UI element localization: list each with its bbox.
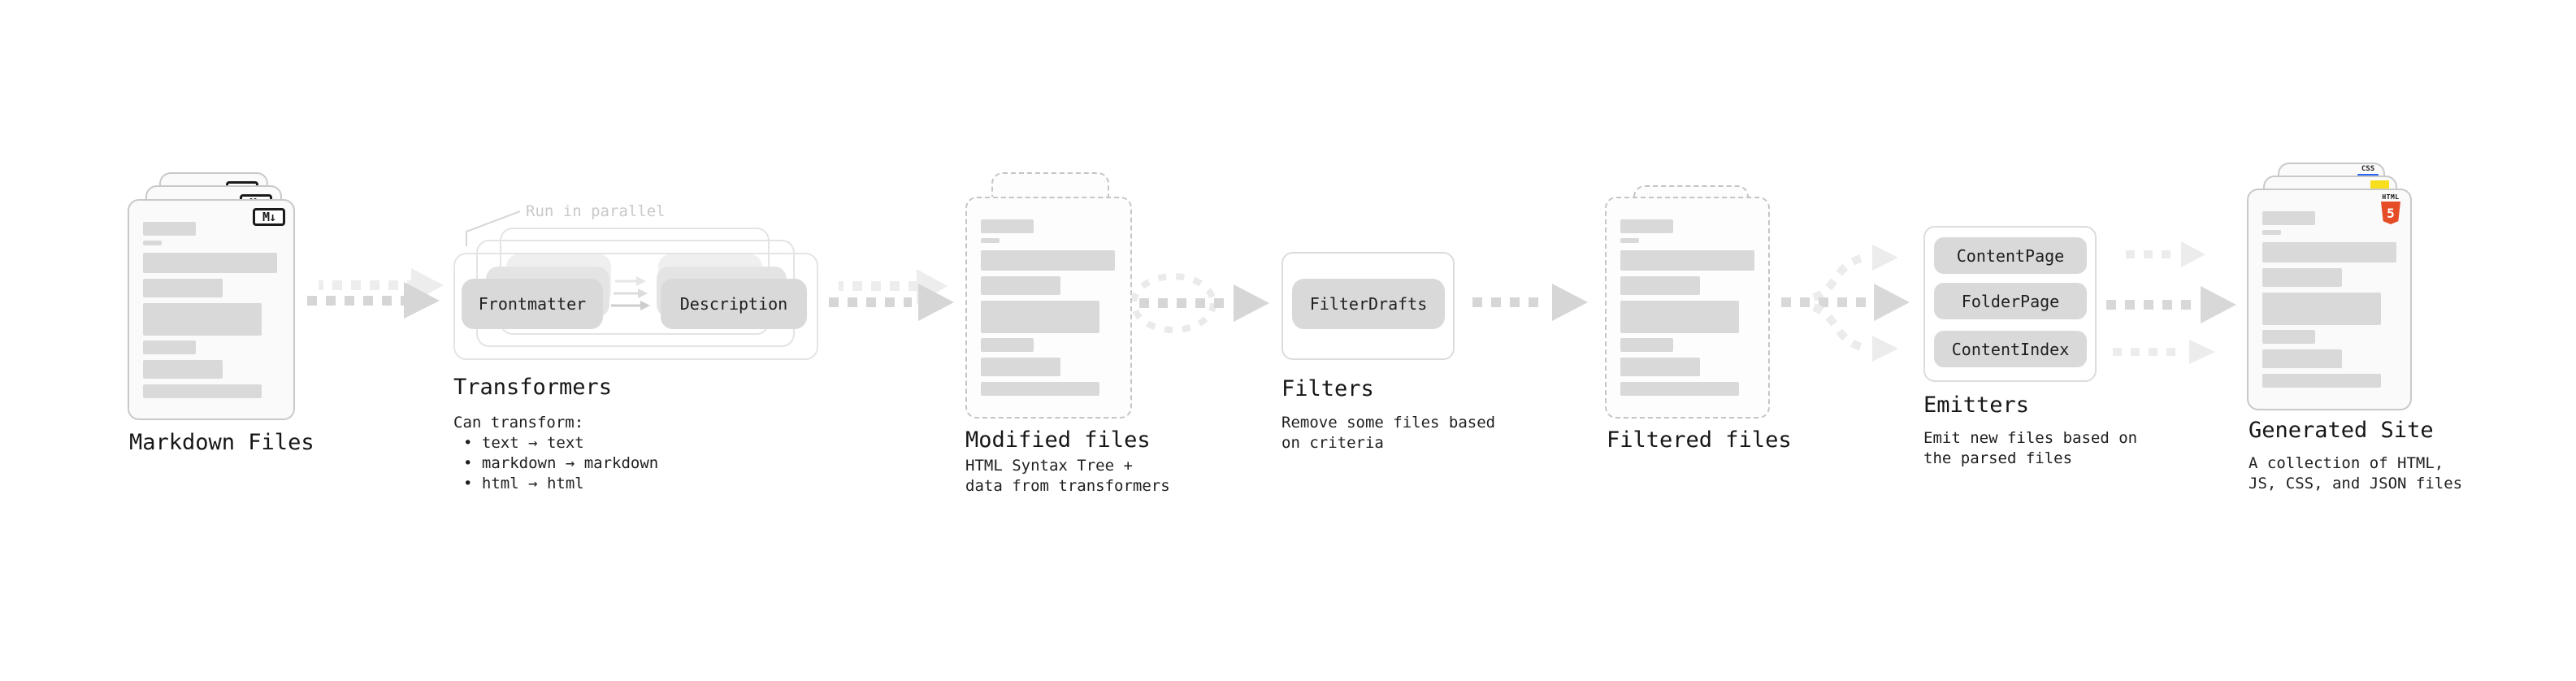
arrow-filters-to-filtered	[1472, 284, 1588, 321]
doc-placeholder-lines	[143, 222, 277, 398]
doc-line	[2262, 330, 2315, 344]
doc-line	[1620, 338, 1673, 352]
transformers-caption: Can transform:	[453, 414, 584, 432]
emitters-caption: Emit new files based on the parsed files	[1923, 428, 2137, 469]
arrow-modified-to-filters	[1139, 284, 1269, 322]
generated-site-caption: A collection of HTML, JS, CSS, and JSON …	[2249, 453, 2462, 494]
doc-line	[2262, 230, 2281, 235]
doc-line	[143, 303, 262, 336]
caption-line: the parsed files	[1923, 449, 2073, 467]
generated-file-card-front: HTML 5	[2247, 189, 2412, 410]
caption-line: JS, CSS, and JSON files	[2249, 475, 2463, 492]
caption-line: HTML Syntax Tree +	[965, 457, 1133, 475]
doc-line	[981, 219, 1034, 233]
doc-line	[981, 238, 1000, 243]
doc-line	[981, 276, 1060, 295]
filtered-file-card-front	[1605, 197, 1770, 419]
arrow-transformers-to-modified	[829, 284, 954, 321]
doc-line	[143, 360, 223, 379]
doc-line	[981, 250, 1115, 271]
caption-line: Remove some files based	[1281, 414, 1496, 432]
html5-icon-number: 5	[2387, 205, 2395, 221]
doc-line	[981, 382, 1099, 396]
bullet-item: • markdown → markdown	[463, 454, 659, 472]
doc-placeholder-lines	[1620, 219, 1754, 396]
html5-icon-text: HTML	[2382, 193, 2400, 201]
doc-line	[981, 358, 1060, 376]
doc-line	[1620, 382, 1739, 396]
doc-line	[2262, 268, 2342, 287]
doc-line	[143, 340, 196, 354]
doc-line	[143, 241, 162, 245]
doc-line	[143, 279, 223, 297]
transformer-pill-frontmatter: Frontmatter	[462, 279, 603, 329]
html5-icon-shield: 5	[2381, 202, 2400, 224]
stage-label-filtered-files: Filtered files	[1607, 427, 1792, 453]
doc-line	[1620, 250, 1754, 271]
doc-line	[2262, 242, 2396, 262]
transformer-pill-description: Description	[661, 279, 807, 329]
markdown-file-card-front: M↓	[128, 199, 295, 420]
caption-line: Emit new files based on	[1923, 429, 2138, 447]
doc-placeholder-lines	[981, 219, 1115, 396]
caption-line: on criteria	[1281, 434, 1384, 452]
arrow-filtered-to-emitters-bottom	[1812, 303, 1898, 362]
arrow-markdown-to-transformers	[307, 282, 440, 319]
bullet-item: • html → html	[463, 475, 584, 492]
doc-line	[981, 338, 1034, 352]
arrow-filtered-to-emitters-top	[1812, 245, 1898, 301]
caption-line: data from transformers	[965, 477, 1170, 495]
run-in-parallel-annotation: Run in parallel	[526, 202, 666, 220]
doc-line	[981, 301, 1099, 333]
emitter-pill-folderpage: FolderPage	[1934, 283, 2087, 319]
css-icon-text: CSS	[2361, 165, 2375, 173]
stage-label-markdown-files: Markdown Files	[129, 430, 314, 455]
stage-label-transformers: Transformers	[453, 375, 613, 400]
filter-pill-filterdrafts: FilterDrafts	[1292, 279, 1445, 329]
emitter-pill-contentindex: ContentIndex	[1934, 331, 2087, 367]
stage-label-generated-site: Generated Site	[2249, 418, 2434, 443]
stage-label-emitters: Emitters	[1923, 393, 2030, 418]
doc-placeholder-lines	[2262, 211, 2396, 388]
doc-line	[1620, 238, 1639, 243]
stage-label-modified-files: Modified files	[965, 427, 1151, 453]
arrow-frontmatter-to-description-back	[615, 276, 646, 286]
bullet-item: • text → text	[463, 434, 584, 452]
doc-line	[2262, 211, 2315, 225]
doc-line	[1620, 358, 1700, 376]
doc-line	[2262, 293, 2381, 325]
emitter-pill-contentpage: ContentPage	[1934, 237, 2087, 274]
arrow-filtered-to-emitters-middle	[1781, 284, 1910, 321]
filters-caption: Remove some files based on criteria	[1281, 413, 1495, 453]
markdown-icon: M↓	[253, 208, 285, 226]
doc-line	[143, 222, 196, 236]
arrow-emitters-to-site-bottom	[2113, 340, 2215, 364]
run-in-parallel-leader-line	[466, 210, 521, 246]
transformer-layer-box-front	[453, 253, 818, 360]
doc-line	[1620, 301, 1739, 333]
doc-line	[2262, 374, 2381, 388]
doc-line	[1620, 219, 1673, 233]
caption-line: A collection of HTML,	[2249, 454, 2444, 472]
html5-icon: HTML 5	[2381, 193, 2400, 224]
stage-label-filters: Filters	[1281, 376, 1374, 401]
merge-loop-ellipse	[1130, 273, 1216, 333]
doc-line	[143, 253, 277, 273]
doc-line	[143, 384, 262, 398]
arrow-emitters-to-site-middle	[2106, 286, 2236, 323]
doc-line	[1620, 276, 1700, 295]
arrow-frontmatter-to-description-front	[611, 301, 650, 310]
arrow-emitters-to-site-top	[2126, 241, 2205, 267]
modified-file-card-front	[965, 197, 1132, 419]
doc-line	[2262, 349, 2342, 368]
arrow-frontmatter-to-description-middle	[614, 288, 648, 298]
modified-files-caption: HTML Syntax Tree + data from transformer…	[965, 456, 1170, 497]
transformers-bullet-list: • text → text • markdown → markdown • ht…	[463, 433, 658, 494]
